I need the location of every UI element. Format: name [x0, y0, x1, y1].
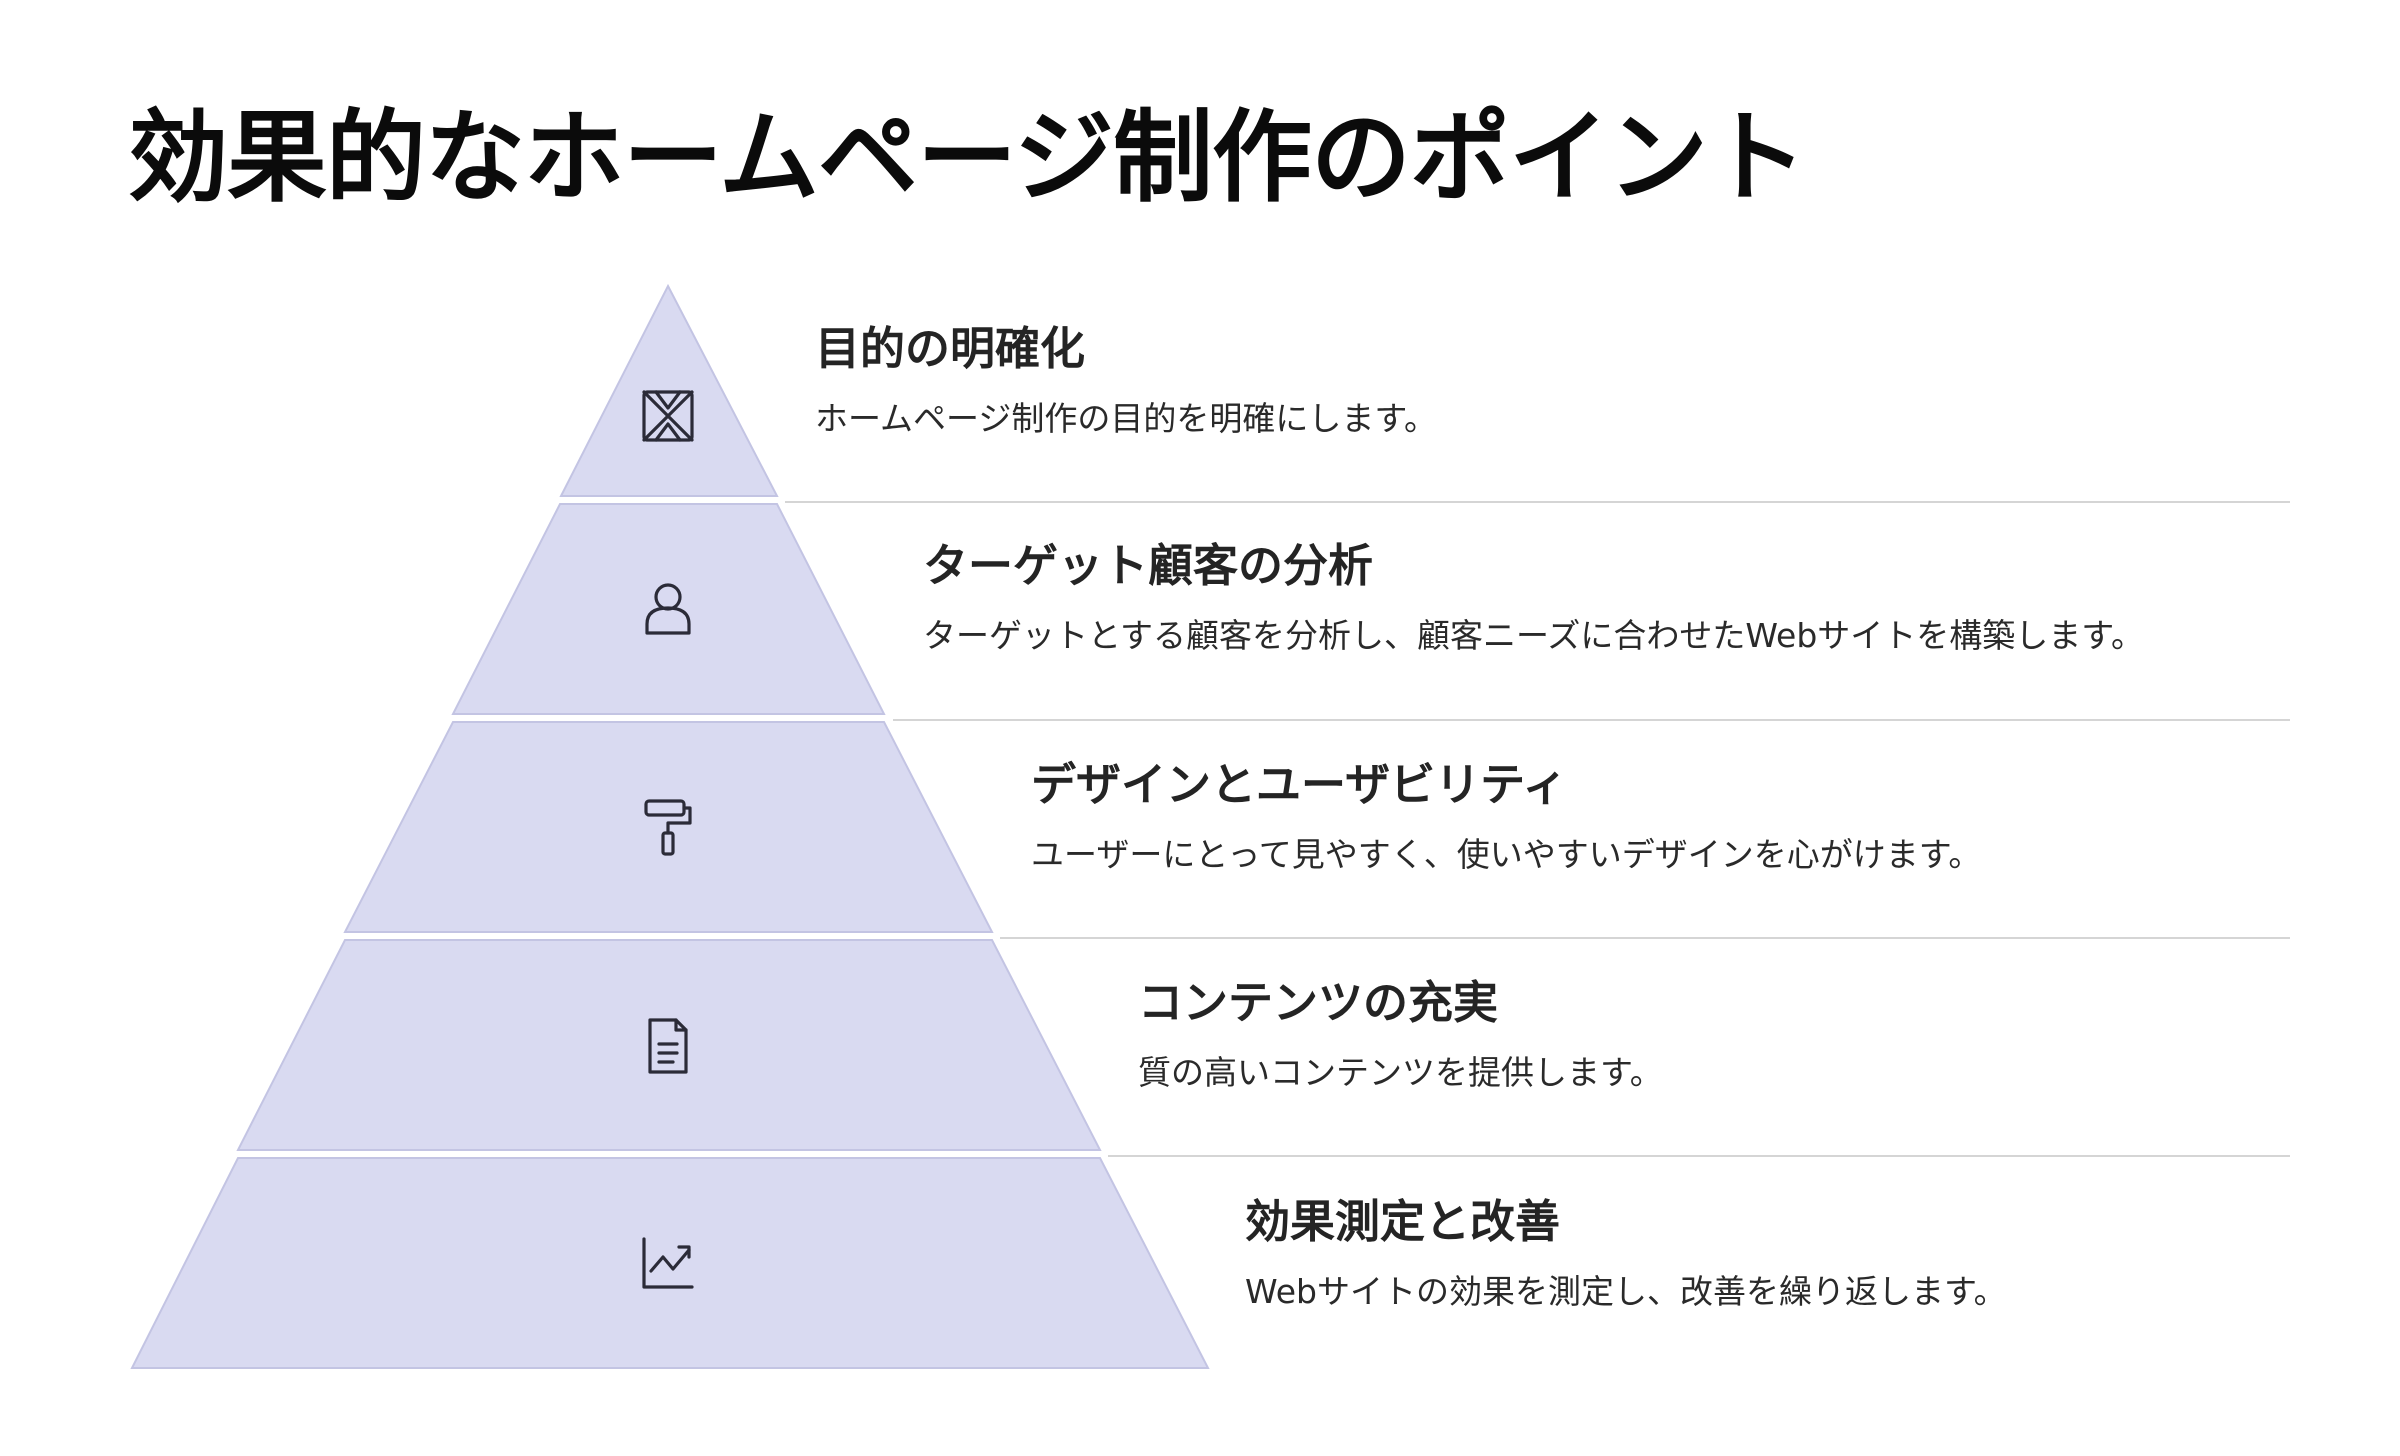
level-heading: 目的の明確化 [815, 322, 1086, 375]
level-description: 質の高いコンテンツを提供します。 [1138, 1053, 1663, 1092]
target-icon [642, 390, 694, 442]
level-heading: コンテンツの充実 [1138, 976, 1499, 1029]
document-icon [648, 1018, 688, 1074]
level-4-text: コンテンツの充実 質の高いコンテンツを提供します。 [1138, 975, 1663, 1095]
paint-roller-icon [644, 799, 692, 856]
level-3-text: デザインとユーザビリティ ユーザーにとって見やすく、使いやすいデザインを心がけま… [1031, 757, 1981, 877]
level-heading: 効果測定と改善 [1245, 1195, 1561, 1248]
level-description: ターゲットとする顧客を分析し、顧客ニーズに合わせたWebサイトを構築します。 [923, 616, 2145, 655]
level-description: ユーザーにとって見やすく、使いやすいデザインを心がけます。 [1031, 835, 1982, 874]
level-heading: ターゲット顧客の分析 [923, 539, 1374, 592]
level-2-text: ターゲット顧客の分析 ターゲットとする顧客を分析し、顧客ニーズに合わせたWebサ… [923, 538, 2144, 658]
page-title: 効果的なホームページ制作のポイント [128, 99, 1807, 216]
level-description: Webサイトの効果を測定し、改善を繰り返します。 [1245, 1272, 2007, 1311]
divider-lines [785, 501, 2290, 1157]
level-5-text: 効果測定と改善 Webサイトの効果を測定し、改善を繰り返します。 [1245, 1194, 2007, 1314]
level-heading: デザインとユーザビリティ [1031, 758, 1568, 811]
level-description: ホームページ制作の目的を明確にします。 [815, 399, 1438, 438]
level-1-text: 目的の明確化 ホームページ制作の目的を明確にします。 [815, 321, 1437, 441]
trend-chart-icon [642, 1237, 694, 1289]
user-icon [645, 583, 691, 635]
